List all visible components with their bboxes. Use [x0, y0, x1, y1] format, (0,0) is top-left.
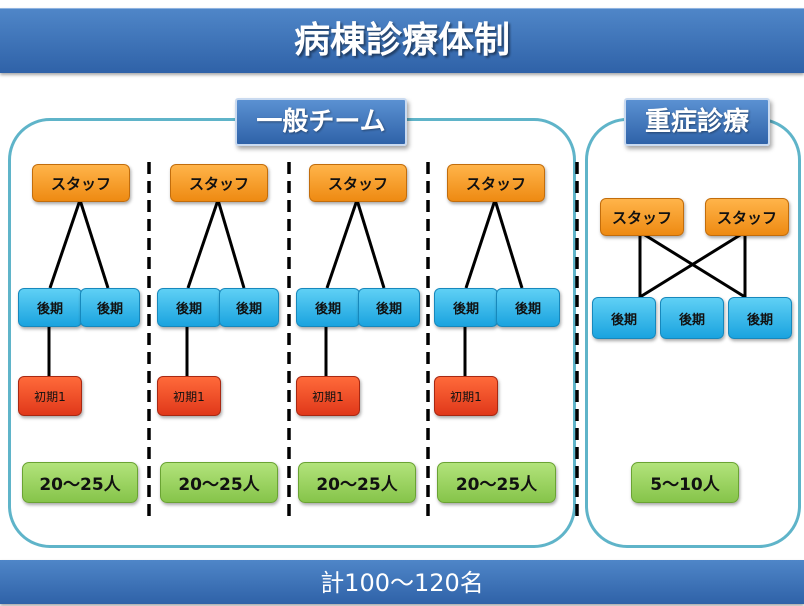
patient-count-badge: 20〜25人 — [437, 462, 556, 503]
connector-line — [464, 199, 497, 289]
connector-line — [216, 199, 246, 289]
severe-care-title: 重症診療 — [624, 98, 770, 146]
junior-resident-box: 初期1 — [296, 376, 360, 416]
senior-resident-box: 後期 — [496, 288, 560, 327]
connector-line — [78, 199, 110, 289]
connector-line — [639, 230, 746, 299]
connector-line — [48, 199, 82, 289]
senior-resident-box: 後期 — [358, 288, 420, 327]
connector-line — [186, 199, 220, 289]
senior-resident-box: 後期 — [18, 288, 82, 327]
staff-box: スタッフ — [705, 198, 789, 236]
senior-resident-box: 後期 — [80, 288, 140, 327]
senior-resident-box: 後期 — [219, 288, 279, 327]
junior-resident-box: 初期1 — [434, 376, 498, 416]
connector-line — [325, 199, 359, 289]
patient-count-badge: 5〜10人 — [631, 462, 739, 503]
staff-box: スタッフ — [600, 198, 684, 236]
general-team-title: 一般チーム — [235, 98, 407, 146]
connector-line — [355, 199, 386, 289]
senior-resident-box: 後期 — [660, 297, 724, 339]
patient-count-badge: 20〜25人 — [160, 462, 278, 503]
connector-line — [493, 199, 524, 289]
staff-box: スタッフ — [309, 164, 407, 202]
staff-box: スタッフ — [170, 164, 268, 202]
staff-box: スタッフ — [32, 164, 130, 202]
senior-resident-box: 後期 — [157, 288, 221, 327]
junior-resident-box: 初期1 — [18, 376, 82, 416]
patient-count-badge: 20〜25人 — [298, 462, 416, 503]
senior-resident-box: 後期 — [592, 297, 656, 339]
page-title: 病棟診療体制 — [0, 8, 804, 73]
staff-box: スタッフ — [447, 164, 545, 202]
senior-resident-box: 後期 — [728, 297, 792, 339]
junior-resident-box: 初期1 — [157, 376, 221, 416]
patient-count-badge: 20〜25人 — [22, 462, 138, 503]
senior-resident-box: 後期 — [296, 288, 360, 327]
total-count-bar: 計100〜120名 — [0, 560, 804, 604]
senior-resident-box: 後期 — [434, 288, 498, 327]
